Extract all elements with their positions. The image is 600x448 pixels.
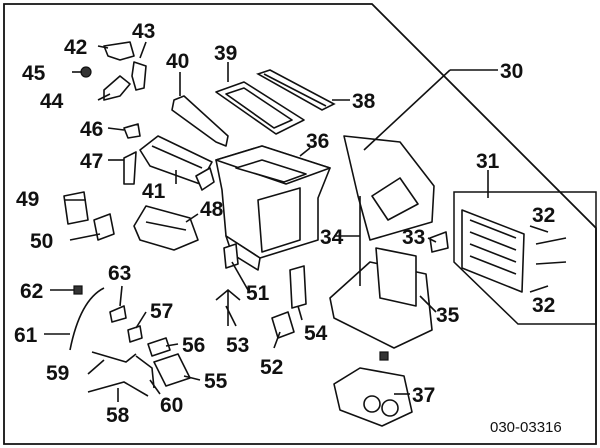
callout-52: 52 — [260, 356, 283, 379]
callout-37: 37 — [412, 384, 435, 407]
diagram-code: 030-03316 — [490, 419, 562, 436]
bracket-part — [103, 41, 135, 61]
callout-43: 43 — [132, 20, 155, 43]
callout-31: 31 — [476, 150, 500, 173]
callout-32-upper: 32 — [532, 204, 555, 227]
callout-36: 36 — [306, 130, 329, 153]
callout-61: 61 — [14, 324, 38, 347]
heater-box-part — [215, 145, 331, 271]
actuator-part — [223, 243, 239, 269]
filter-frame-part — [215, 81, 305, 135]
harness-part — [87, 381, 149, 397]
plate-part — [289, 265, 307, 309]
clamp-part — [127, 325, 143, 343]
leader-lines — [44, 41, 549, 402]
bolt-part — [123, 123, 141, 139]
evaporator-subframe — [453, 191, 597, 325]
pipe-part — [535, 237, 567, 265]
callout-55: 55 — [204, 370, 228, 393]
wire-part — [135, 355, 155, 389]
callout-35: 35 — [436, 304, 460, 327]
link-part — [123, 151, 137, 185]
callout-47: 47 — [80, 150, 103, 173]
callout-34: 34 — [320, 226, 344, 249]
rod-frame-part — [256, 69, 336, 111]
assembly-frame — [3, 3, 597, 445]
callout-58: 58 — [106, 404, 130, 427]
evaporator-core-part — [461, 209, 525, 293]
callout-40: 40 — [166, 50, 189, 73]
callout-48: 48 — [200, 198, 224, 221]
callout-33: 33 — [402, 226, 425, 249]
cable-part — [91, 351, 137, 363]
blower-part — [333, 367, 413, 427]
callout-39: 39 — [214, 42, 237, 65]
resistor-part — [63, 191, 89, 225]
retainer-part — [429, 231, 449, 253]
callout-63: 63 — [108, 262, 131, 285]
lower-case-part — [329, 135, 435, 349]
motor-part — [271, 311, 295, 339]
support-part — [215, 288, 241, 326]
callout-51: 51 — [246, 282, 270, 305]
callout-45: 45 — [22, 62, 46, 85]
callout-62: 62 — [20, 280, 43, 303]
callout-57: 57 — [150, 300, 173, 323]
callout-53: 53 — [226, 334, 249, 357]
cap-part — [73, 285, 83, 295]
seal-part — [171, 95, 229, 147]
grommet-part — [109, 305, 127, 323]
callout-49: 49 — [16, 188, 39, 211]
callout-38: 38 — [352, 90, 376, 113]
screw-part — [80, 66, 92, 78]
switch-part — [147, 337, 171, 357]
callout-50: 50 — [30, 230, 53, 253]
callout-59: 59 — [46, 362, 69, 385]
lever-part — [103, 75, 131, 101]
bushing-part — [379, 351, 389, 361]
connector-part — [153, 353, 191, 387]
callout-42: 42 — [64, 36, 87, 59]
clip-part — [131, 61, 147, 91]
sensor-part — [93, 213, 115, 241]
duct-part — [133, 205, 199, 251]
callout-32-lower: 32 — [532, 294, 555, 317]
callout-60: 60 — [160, 394, 183, 417]
callout-46: 46 — [80, 118, 103, 141]
cover-part — [139, 135, 215, 191]
callout-41: 41 — [142, 180, 166, 203]
callout-54: 54 — [304, 322, 328, 345]
callout-44: 44 — [40, 90, 64, 113]
hose-part — [69, 287, 105, 351]
callout-56: 56 — [182, 334, 205, 357]
duct-rib — [145, 221, 187, 231]
callout-30: 30 — [500, 60, 523, 83]
